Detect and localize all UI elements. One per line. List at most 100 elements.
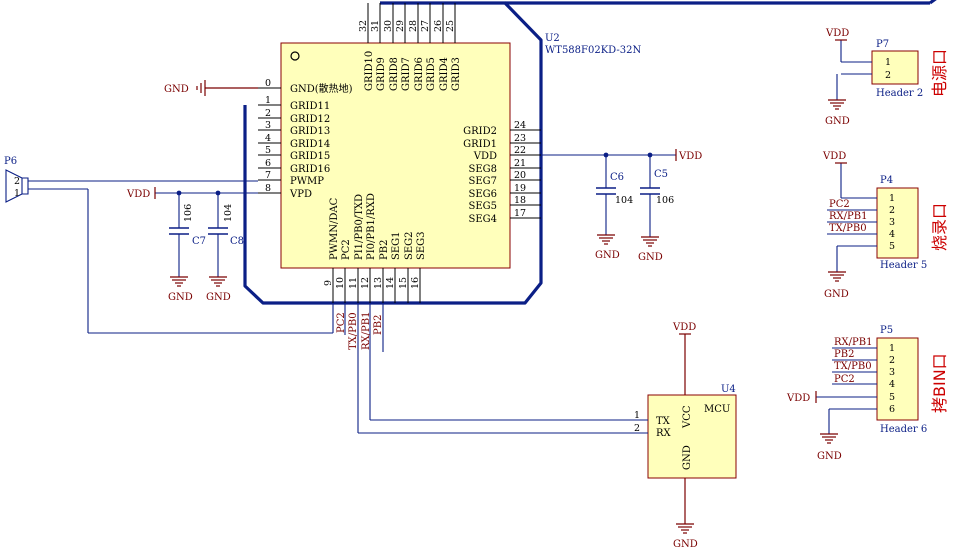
u2-pin-name: GRID6 (414, 57, 425, 91)
u2-pin-num: 9 (323, 280, 334, 286)
u2-pin-name: SEG5 (468, 201, 497, 212)
header-pin: 1 (885, 57, 891, 68)
u2-pin-num: 0 (265, 78, 271, 89)
u4-name: MCU (704, 404, 730, 415)
u4-pin-name: TX (656, 416, 671, 427)
cap-designator: C6 (610, 172, 624, 183)
header-pin: 4 (889, 229, 895, 240)
u2-pin-name: SEG2 (404, 231, 415, 260)
u2-pin-name: GRID2 (463, 126, 497, 137)
gnd-label: GND (817, 451, 842, 462)
u2-pin-name: PI0/PB1/RXD (366, 193, 377, 260)
u2-pin-num: 26 (433, 20, 444, 32)
p5-title: 拷BIN口 (930, 353, 949, 413)
u2-pin-name: PI1/PB0/TXD (354, 194, 365, 260)
vdd-label: VDD (126, 189, 150, 200)
u2-top-pins: 32 31 30 29 28 27 26 25 GRID10 GRID9 GRI… (358, 3, 462, 91)
p5-designator: P5 (880, 325, 893, 336)
u2-pin-num: 13 (373, 277, 384, 289)
bus-entry-top (929, 0, 937, 5)
vdd-label: VDD (825, 28, 849, 39)
u2-pin-name: GRID4 (439, 57, 450, 91)
header-pin: 5 (889, 241, 895, 252)
u2-pin-name: PC2 (341, 239, 352, 260)
gnd-label: GND (638, 252, 663, 263)
u2-pin-name: GND(散热地) (290, 82, 353, 95)
gnd-label: GND (595, 250, 620, 261)
net-label: RX/PB1 (361, 312, 372, 350)
u2-bottom-pins: 9 10 11 12 13 14 15 16 PWMN/DAC PC2 PI1/… (323, 193, 427, 303)
header-pin: 1 (889, 193, 895, 204)
u2-pin-name: GRID3 (451, 57, 462, 91)
u4-pin-num: 1 (634, 410, 640, 421)
u2-pin-num: 15 (398, 277, 409, 289)
u4-pin-name: RX (656, 428, 672, 439)
pin1-marker (290, 51, 300, 61)
u2-pin-num: 4 (265, 133, 271, 144)
u2-pin-num: 10 (335, 277, 346, 289)
u2-pin-num: 32 (358, 20, 369, 32)
p5-header: VDD GND RX/PB1 PB2 TX/PB0 PC2 1 2 3 4 5 … (786, 325, 949, 462)
header-pin: 2 (889, 205, 895, 216)
u2-pin-name: SEG6 (468, 189, 497, 200)
cap-designator: C8 (230, 236, 244, 247)
u2-left-pins: 0 1 2 3 4 5 6 7 8 GND(散热地) GRID11 GRID12… (258, 78, 353, 200)
u2-gnd-symbol: GND (164, 80, 258, 96)
u2-designator: U2 (545, 33, 560, 44)
net-label: PC2 (829, 199, 850, 210)
p7-designator: P7 (876, 39, 889, 50)
u2-pin-num: 27 (420, 20, 431, 32)
cap-value: 104 (223, 204, 234, 222)
u2-right-pins: 24 23 22 21 20 19 18 17 GRID2 GRID1 VDD … (463, 120, 541, 225)
vdd-right-supply: VDD (541, 149, 702, 162)
u2-part: WT588F02KD-32N (545, 45, 641, 56)
capacitor-c6: C6 104 GND (595, 155, 633, 261)
u2-pin-num: 12 (360, 277, 371, 289)
u2-pin-num: 8 (265, 183, 271, 194)
u2-pin-num: 5 (265, 145, 271, 156)
header-pin: 2 (885, 70, 891, 81)
u2-pin-num: 22 (514, 145, 526, 156)
u2-pin-name: SEG4 (468, 214, 497, 225)
u2-pin-num: 30 (383, 20, 394, 32)
u2-pin-num: 16 (410, 277, 421, 289)
header-pin: 3 (889, 367, 895, 378)
u2-pin-num: 28 (408, 20, 419, 32)
u2-pin-name: VPD (289, 189, 312, 200)
cap-designator: C5 (654, 169, 668, 180)
u2-pin-name: GRID8 (389, 57, 400, 91)
u2-pin-num: 3 (265, 120, 271, 131)
capacitor-c8: 104 C8 GND (206, 193, 244, 303)
cap-value: 104 (615, 195, 633, 206)
u2-pin-num: 29 (395, 20, 406, 32)
u4-body (647, 394, 737, 479)
u2-pin-num: 2 (265, 108, 271, 119)
u4-gnd-label: GND (682, 445, 693, 470)
p7-title: 电源口 (930, 49, 949, 97)
u2-pin-num: 14 (385, 277, 396, 289)
net-label: RX/PB1 (834, 337, 872, 348)
u2-pin-num: 31 (370, 20, 381, 32)
vpd-supply: VDD (126, 187, 258, 200)
u2-pin-num: 20 (514, 170, 526, 181)
u2-pin-name: GRID5 (426, 57, 437, 91)
u2-pin-name: PWMN/DAC (329, 197, 340, 260)
gnd-label: GND (168, 292, 193, 303)
u2-pin-name: GRID1 (463, 139, 497, 150)
u2-pin-num: 6 (265, 158, 271, 169)
u2-pin-num: 11 (348, 277, 359, 289)
net-label: RX/PB1 (829, 211, 867, 222)
u2-pin-name: GRID16 (290, 164, 330, 175)
speaker-p6: P6 2 1 (4, 156, 334, 334)
p7-part: Header 2 (876, 88, 923, 99)
capacitor-c7: 106 C7 GND (168, 193, 206, 303)
speaker-designator: P6 (4, 156, 17, 167)
net-label: PB2 (834, 349, 854, 360)
u2-pin-name: GRID14 (290, 139, 330, 150)
u2-pin-num: 7 (265, 170, 271, 181)
net-label: TX/PB0 (829, 223, 867, 234)
u2-pin-num: 19 (514, 183, 526, 194)
p5-part: Header 6 (880, 424, 927, 435)
u2-pin-name: GRID15 (290, 151, 330, 162)
